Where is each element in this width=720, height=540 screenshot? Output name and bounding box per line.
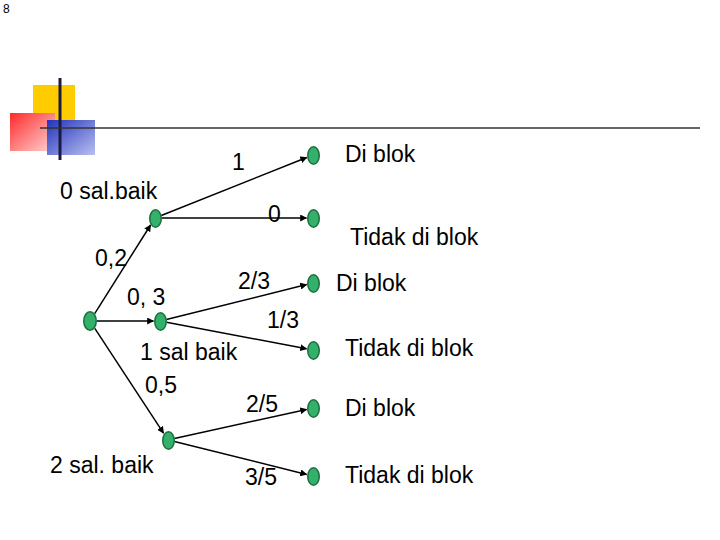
probability-label: 1 xyxy=(232,149,245,175)
vertical-rule xyxy=(59,78,62,160)
tree-node: Di blok xyxy=(307,399,320,418)
branch-line xyxy=(174,442,306,475)
node-label: 1 sal baik xyxy=(140,339,237,365)
tree-node: Di blok xyxy=(307,146,320,165)
node-ellipse-shape xyxy=(149,209,161,227)
tree-node: Di blok xyxy=(307,274,320,293)
node-ellipse-shape xyxy=(307,209,319,227)
node-label: 0 sal.baik xyxy=(60,178,157,204)
node-ellipse xyxy=(149,209,162,228)
tree-node: 0 sal.baik xyxy=(149,209,162,228)
node-label: Di blok xyxy=(345,395,415,421)
probability-label: 2/3 xyxy=(238,268,270,294)
tree-node: Tidak di blok xyxy=(307,209,320,228)
node-ellipse xyxy=(307,399,320,418)
probability-label: 3/5 xyxy=(245,464,277,490)
node-ellipse xyxy=(307,274,320,293)
node-ellipse-shape xyxy=(307,341,319,359)
branch-line xyxy=(162,217,307,219)
node-ellipse-shape xyxy=(307,399,319,417)
node-ellipse xyxy=(307,146,320,165)
node-label: Di blok xyxy=(336,270,406,296)
tree-node: Tidak di blok xyxy=(307,341,320,360)
node-ellipse xyxy=(307,341,320,360)
node-label: 2 sal. baik xyxy=(50,452,154,478)
probability-label: 0 xyxy=(268,201,281,227)
node-ellipse xyxy=(83,311,97,331)
node-ellipse-shape xyxy=(307,146,319,164)
probability-label: 0, 3 xyxy=(127,284,165,310)
probability-label: 0,2 xyxy=(95,245,127,271)
node-label: Tidak di blok xyxy=(345,462,473,488)
node-ellipse-shape xyxy=(307,467,319,485)
node-ellipse-shape xyxy=(154,312,166,330)
node-label: Tidak di blok xyxy=(350,224,478,250)
branch-line xyxy=(174,409,306,438)
tree-node xyxy=(83,311,97,331)
node-ellipse xyxy=(154,312,167,331)
node-ellipse xyxy=(162,431,175,450)
tree-node: Tidak di blok xyxy=(307,467,320,486)
node-ellipse-shape xyxy=(84,312,97,331)
probability-label: 2/5 xyxy=(246,391,278,417)
tree-node: 2 sal. baik xyxy=(162,431,175,450)
node-ellipse xyxy=(307,209,320,228)
blue-square xyxy=(47,120,95,155)
tree-node: 1 sal baik xyxy=(154,312,167,331)
node-ellipse-shape xyxy=(307,274,319,292)
probability-label: 1/3 xyxy=(267,307,299,333)
page-number: 8 xyxy=(3,2,10,16)
horizontal-rule xyxy=(40,127,700,129)
probability-label: 0,5 xyxy=(145,372,177,398)
branch-line xyxy=(97,320,154,322)
node-label: Di blok xyxy=(345,141,415,167)
node-label: Tidak di blok xyxy=(345,335,473,361)
node-ellipse xyxy=(307,467,320,486)
node-ellipse-shape xyxy=(162,431,174,449)
